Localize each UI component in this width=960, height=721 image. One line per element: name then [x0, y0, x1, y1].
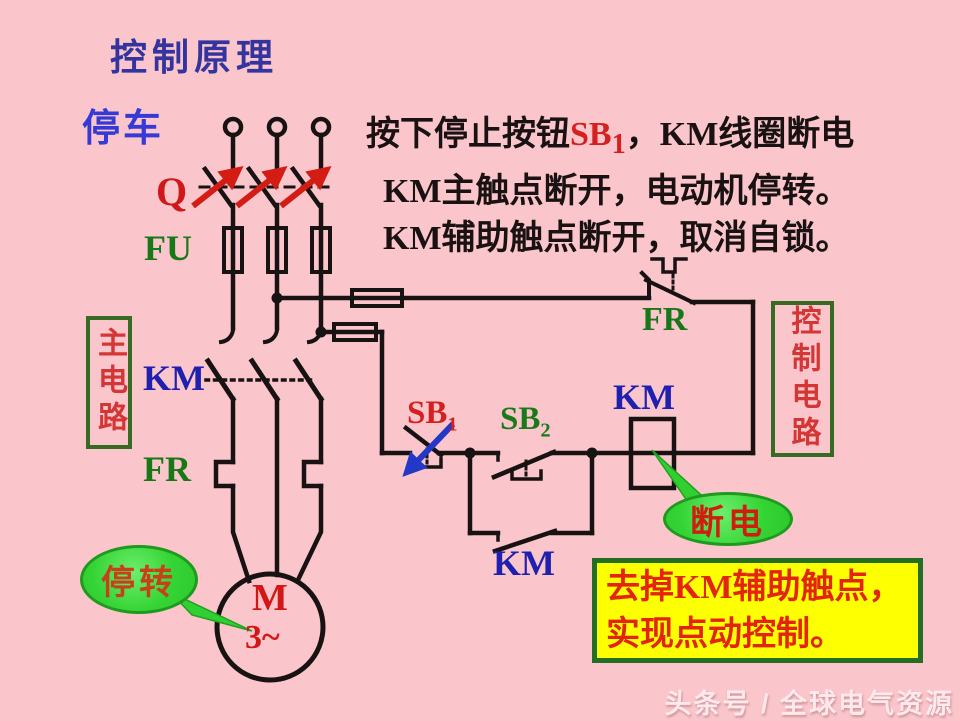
fuse-label-fu: FU — [144, 228, 192, 268]
motor-phases: 3~ — [245, 619, 280, 656]
main-circuit-label: 主电路 — [93, 327, 126, 438]
stop-rotation-callout: 停转 — [80, 545, 198, 614]
watermark: 头条号 / 全球电气资源 — [664, 689, 954, 719]
jog-note-box: 去掉KM辅助触点， 实现点动控制。 — [592, 558, 923, 663]
mode-label-stop: 停车 — [82, 108, 165, 150]
km-main-contacts — [204, 323, 325, 403]
junction-dots — [271, 292, 598, 459]
jog-note-line-1: 去掉KM辅助触点， — [606, 569, 903, 606]
supply-terminals — [222, 116, 332, 172]
jog-note-line-2: 实现点动控制。 — [606, 616, 844, 653]
coil-label-km: KM — [613, 377, 675, 417]
motor-symbol — [214, 571, 326, 683]
page-title: 控制原理 — [110, 38, 278, 79]
fr-heaters — [213, 396, 324, 584]
q-open-arrows — [191, 166, 332, 209]
motor-letter: M — [252, 577, 288, 619]
control-feed-upper — [274, 288, 652, 308]
explanation-line-3: KM辅助触点断开，取消自锁。 — [383, 219, 850, 257]
control-fuse-1 — [350, 288, 404, 308]
explanation-line-1: 按下停止按钮SB1，KM线圈断电 — [366, 116, 855, 160]
power-off-text: 断电 — [690, 504, 766, 542]
contactor-label-km: KM — [143, 358, 205, 398]
start-button-label-sb2: SB2 — [500, 401, 551, 442]
power-off-callout: 断电 — [663, 492, 793, 546]
stop-rotation-text: 停转 — [101, 565, 177, 602]
explanation-text: 按下停止按钮SB1，KM线圈断电 KM主触点断开，电动机停转。 KM辅助触点断开… — [366, 111, 854, 262]
fr-contact-label: FR — [642, 301, 688, 338]
control-circuit-box: 控制电路 — [771, 301, 834, 457]
fuses-fu — [222, 202, 332, 331]
main-circuit-box: 主电路 — [86, 316, 132, 449]
breaker-label-q: Q — [156, 169, 188, 214]
km-coil-symbol — [589, 416, 756, 491]
aux-contact-label-km: KM — [493, 543, 555, 583]
sb1-press-arrow — [402, 421, 456, 477]
stop-button-label-sb1: SB1 — [407, 395, 458, 436]
explanation-line-2: KM主触点断开，电动机停转。 — [383, 172, 850, 210]
fr-contact — [639, 257, 756, 456]
thermal-label-fr: FR — [143, 449, 191, 489]
km-aux-contact — [467, 450, 595, 554]
control-circuit-label: 控制电路 — [786, 305, 820, 453]
control-fuse-2 — [332, 322, 378, 342]
sb2-start-button — [467, 449, 595, 481]
control-feed-lower — [318, 322, 413, 456]
